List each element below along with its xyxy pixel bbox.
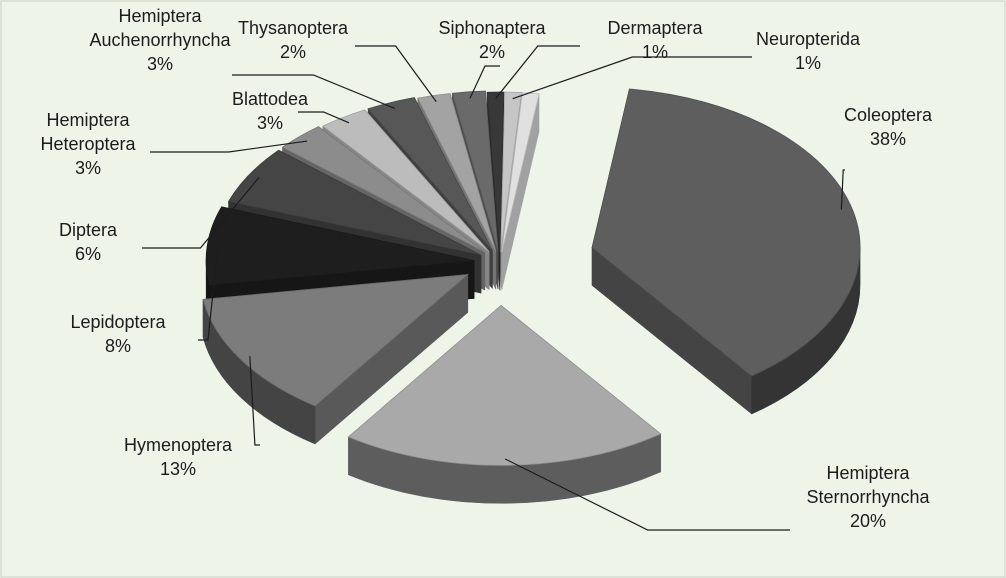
leader-line-hemiptera-auchenorrhyncha — [232, 74, 396, 109]
leader-line-siphonaptera — [469, 65, 500, 99]
leader-line-hymenoptera — [249, 356, 260, 446]
pie-slice-coleoptera — [591, 88, 861, 415]
leader-line-hemiptera-sternorrhyncha — [504, 458, 790, 531]
leader-line-blattodea — [298, 111, 350, 124]
pie-slice-hemiptera-sternorrhyncha — [347, 304, 662, 504]
leader-line-thysanoptera — [355, 45, 437, 103]
leader-line-lepidoptera — [198, 246, 219, 341]
pie-slice-hymenoptera — [202, 273, 470, 445]
leader-line-hemiptera-heteroptera — [150, 140, 308, 153]
leader-line-coleoptera — [840, 169, 845, 210]
leader-line-dermaptera — [495, 45, 580, 99]
leader-line-diptera — [142, 177, 260, 249]
pie-slice-unlabeled — [501, 92, 540, 291]
leader-line-neuropterida — [512, 56, 752, 100]
